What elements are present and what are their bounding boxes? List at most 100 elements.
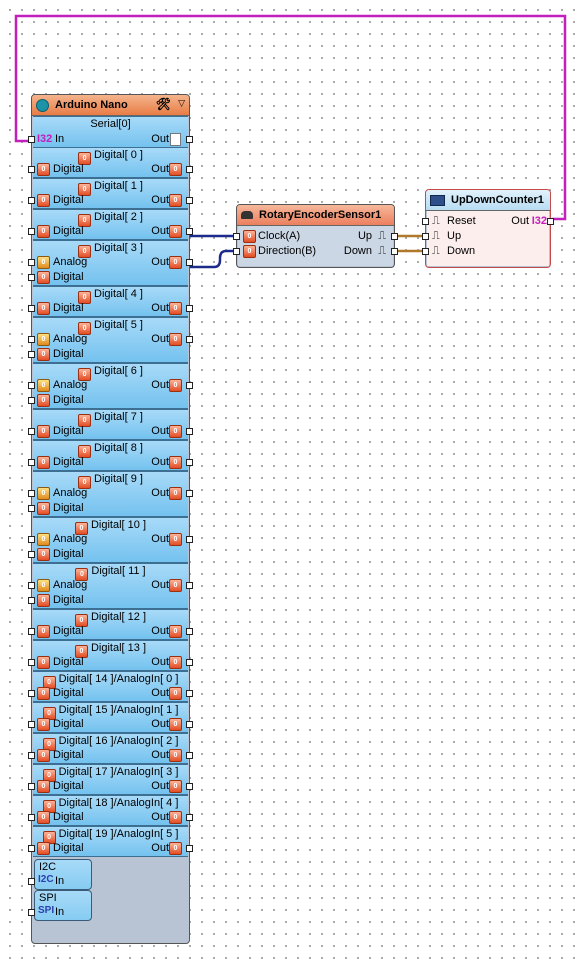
- digital-input-label[interactable]: Digital: [53, 842, 84, 854]
- digital-input-label[interactable]: Digital: [53, 594, 84, 606]
- pin-out-label[interactable]: Out: [151, 811, 169, 823]
- encoder-input-direction[interactable]: 0 Direction(B): [233, 244, 327, 258]
- digital-input-label[interactable]: Digital: [53, 811, 84, 823]
- pin-dot[interactable]: [186, 136, 193, 143]
- digital-input-label[interactable]: Digital: [53, 225, 84, 237]
- pin-dot[interactable]: [186, 382, 193, 389]
- pin-dot[interactable]: [28, 597, 35, 604]
- pin-dot[interactable]: [28, 351, 35, 358]
- pin-dot[interactable]: [422, 233, 429, 240]
- tools-icon[interactable]: 🛠: [155, 97, 171, 111]
- serial-in-label[interactable]: In: [55, 133, 65, 145]
- pin-dot[interactable]: [186, 783, 193, 790]
- spi-in-label[interactable]: In: [55, 906, 65, 918]
- encoder-input-clock[interactable]: 0 Clock(A): [233, 229, 317, 243]
- pin-out-label[interactable]: Out: [151, 425, 169, 437]
- pin-out-label[interactable]: Out: [151, 487, 169, 499]
- pin-dot[interactable]: [391, 233, 398, 240]
- wire-d3-to-direction[interactable]: [190, 249, 236, 269]
- pin-dot[interactable]: [233, 248, 240, 255]
- pin-dot[interactable]: [28, 428, 35, 435]
- pin-dot[interactable]: [547, 218, 554, 225]
- pin-dot[interactable]: [186, 490, 193, 497]
- pin-out-label[interactable]: Out: [151, 656, 169, 668]
- analog-input-label[interactable]: Analog: [53, 487, 88, 499]
- pin-out-label[interactable]: Out: [151, 687, 169, 699]
- encoder-output-up[interactable]: Up ⎍: [334, 229, 398, 243]
- pin-dot[interactable]: [28, 505, 35, 512]
- pin-dot[interactable]: [28, 721, 35, 728]
- pin-out-label[interactable]: Out: [151, 302, 169, 314]
- counter-input-up[interactable]: ⎍ Up: [422, 229, 486, 243]
- digital-input-label[interactable]: Digital: [53, 687, 84, 699]
- pin-dot[interactable]: [28, 259, 35, 266]
- analog-input-label[interactable]: Analog: [53, 579, 88, 591]
- pin-dot[interactable]: [28, 628, 35, 635]
- pin-out-label[interactable]: Out: [151, 718, 169, 730]
- pin-dot[interactable]: [186, 259, 193, 266]
- pin-dot[interactable]: [28, 582, 35, 589]
- analog-input-label[interactable]: Analog: [53, 379, 88, 391]
- pin-dot[interactable]: [28, 197, 35, 204]
- pin-dot[interactable]: [186, 228, 193, 235]
- pin-dot[interactable]: [28, 136, 35, 143]
- i2c-in-label[interactable]: In: [55, 875, 65, 887]
- pin-out-label[interactable]: Out: [151, 842, 169, 854]
- digital-input-label[interactable]: Digital: [53, 302, 84, 314]
- counter-input-reset[interactable]: ⎍ Reset: [422, 214, 486, 228]
- pin-dot[interactable]: [28, 166, 35, 173]
- serial-out-label[interactable]: Out: [151, 133, 169, 145]
- digital-input-label[interactable]: Digital: [53, 780, 84, 792]
- pin-out-label[interactable]: Out: [151, 780, 169, 792]
- pin-dot[interactable]: [28, 490, 35, 497]
- pin-dot[interactable]: [28, 845, 35, 852]
- counter-title-bar[interactable]: UpDownCounter1: [426, 190, 550, 211]
- pin-out-label[interactable]: Out: [151, 256, 169, 268]
- pin-dot[interactable]: [28, 783, 35, 790]
- pin-dot[interactable]: [233, 233, 240, 240]
- pin-dot[interactable]: [186, 628, 193, 635]
- pin-dot[interactable]: [186, 459, 193, 466]
- digital-input-label[interactable]: Digital: [53, 425, 84, 437]
- up-down-counter-component[interactable]: UpDownCounter1 ⎍ Reset ⎍ Up ⎍ Down Out I…: [422, 189, 554, 268]
- counter-input-down[interactable]: ⎍ Down: [422, 244, 486, 258]
- digital-input-label[interactable]: Digital: [53, 749, 84, 761]
- pin-dot[interactable]: [28, 305, 35, 312]
- analog-input-label[interactable]: Analog: [53, 533, 88, 545]
- pin-out-label[interactable]: Out: [151, 533, 169, 545]
- digital-input-label[interactable]: Digital: [53, 194, 84, 206]
- digital-input-label[interactable]: Digital: [53, 625, 84, 637]
- digital-input-label[interactable]: Digital: [53, 456, 84, 468]
- pin-out-label[interactable]: Out: [151, 225, 169, 237]
- digital-input-label[interactable]: Digital: [53, 548, 84, 560]
- pin-dot[interactable]: [186, 659, 193, 666]
- rotary-encoder-title-bar[interactable]: RotaryEncoderSensor1: [237, 205, 394, 226]
- pin-dot[interactable]: [28, 909, 35, 916]
- pin-dot[interactable]: [186, 166, 193, 173]
- counter-output[interactable]: Out I32: [500, 214, 554, 228]
- pin-dot[interactable]: [186, 814, 193, 821]
- digital-input-label[interactable]: Digital: [53, 394, 84, 406]
- digital-input-label[interactable]: Digital: [53, 163, 84, 175]
- pin-dot[interactable]: [186, 845, 193, 852]
- pin-dot[interactable]: [391, 248, 398, 255]
- pin-dot[interactable]: [186, 752, 193, 759]
- rotary-encoder-component[interactable]: RotaryEncoderSensor1 0 Clock(A) 0 Direct…: [233, 204, 398, 268]
- pin-dot[interactable]: [186, 336, 193, 343]
- pin-dot[interactable]: [28, 551, 35, 558]
- pin-dot[interactable]: [422, 248, 429, 255]
- pin-dot[interactable]: [186, 536, 193, 543]
- analog-input-label[interactable]: Analog: [53, 333, 88, 345]
- pin-dot[interactable]: [28, 336, 35, 343]
- pin-dot[interactable]: [28, 274, 35, 281]
- pin-out-label[interactable]: Out: [151, 194, 169, 206]
- pin-dot[interactable]: [186, 721, 193, 728]
- pin-dot[interactable]: [28, 397, 35, 404]
- pin-dot[interactable]: [28, 536, 35, 543]
- pin-dot[interactable]: [186, 197, 193, 204]
- pin-out-label[interactable]: Out: [151, 579, 169, 591]
- pin-dot[interactable]: [28, 878, 35, 885]
- pin-dot[interactable]: [422, 218, 429, 225]
- pin-dot[interactable]: [186, 428, 193, 435]
